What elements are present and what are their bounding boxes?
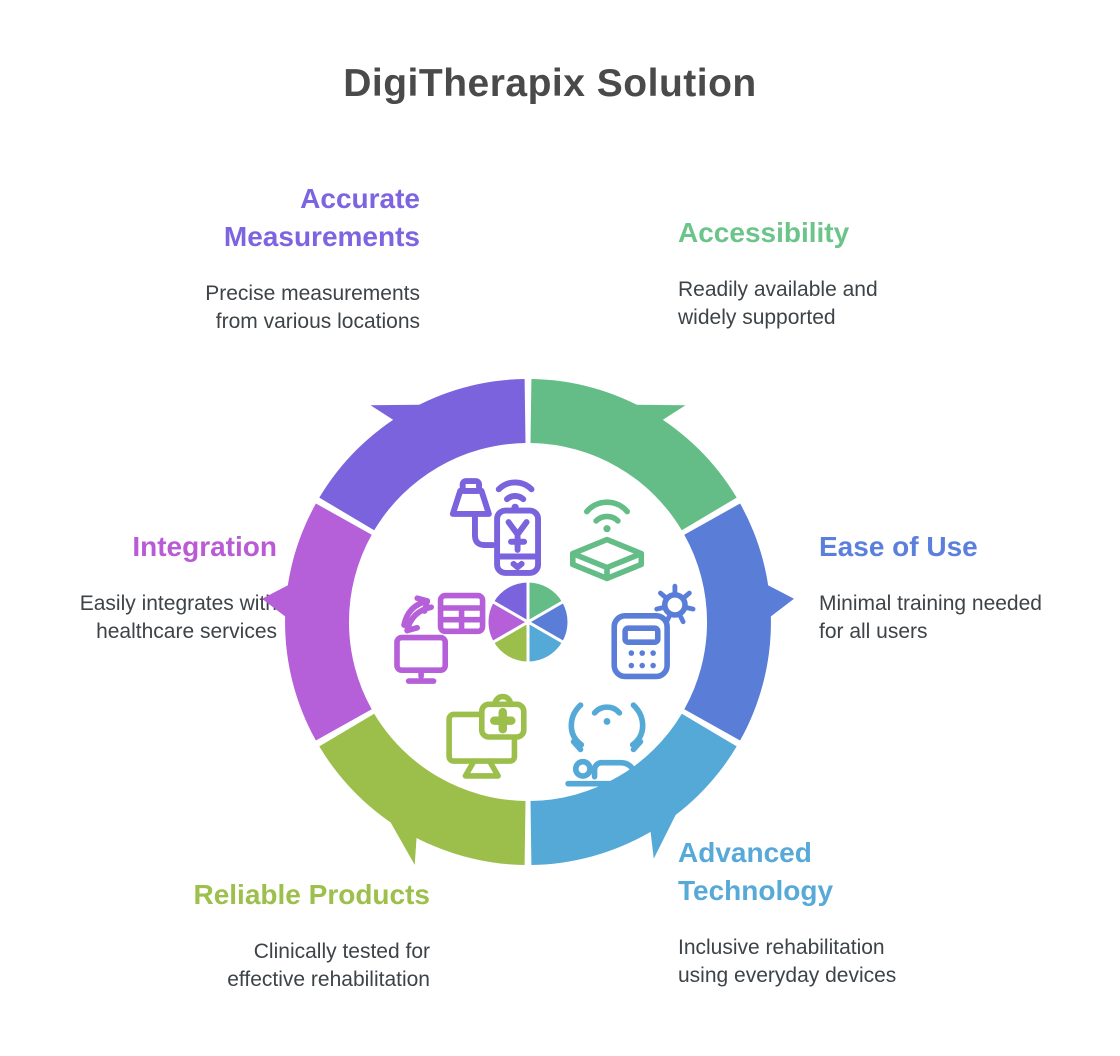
- wheel-segment-integration: [285, 503, 372, 741]
- wheel-pointer-reliable-products: [378, 800, 417, 865]
- wheel-segment-accessibility: [530, 379, 737, 531]
- calculator-gear-icon: [594, 580, 706, 692]
- medical-monitor-icon: [432, 688, 544, 800]
- patient-monitoring-icon: [551, 688, 663, 800]
- section-heading: Integration: [132, 531, 277, 562]
- section-heading: Ease of Use: [819, 531, 978, 562]
- section-heading: Accessibility: [678, 217, 850, 248]
- measurement-device-phone-icon: [443, 468, 561, 586]
- wheel-pointer-accessibility: [611, 404, 686, 421]
- center-pie-slice-accurate-measurements: [490, 579, 530, 625]
- wheel-segment-accurate-measurements: [319, 379, 526, 531]
- page-title: DigiTherapix Solution: [343, 62, 757, 106]
- wheel-segment-ease-of-use: [684, 503, 771, 741]
- wheel-segment-reliable-products: [319, 713, 526, 865]
- wireless-hub-icon: [551, 482, 663, 594]
- wheel-pointer-ease-of-use: [764, 583, 794, 619]
- wheel-segment-advanced-technology: [530, 713, 737, 865]
- section-heading: Reliable Products: [193, 879, 430, 910]
- solution-cycle-wheel: [262, 379, 794, 865]
- wheel-pointer-integration: [262, 583, 292, 619]
- wheel-pointer-advanced-technology: [650, 792, 687, 859]
- wheel-pointer-accurate-measurements: [370, 404, 445, 421]
- data-sync-icon: [383, 580, 495, 692]
